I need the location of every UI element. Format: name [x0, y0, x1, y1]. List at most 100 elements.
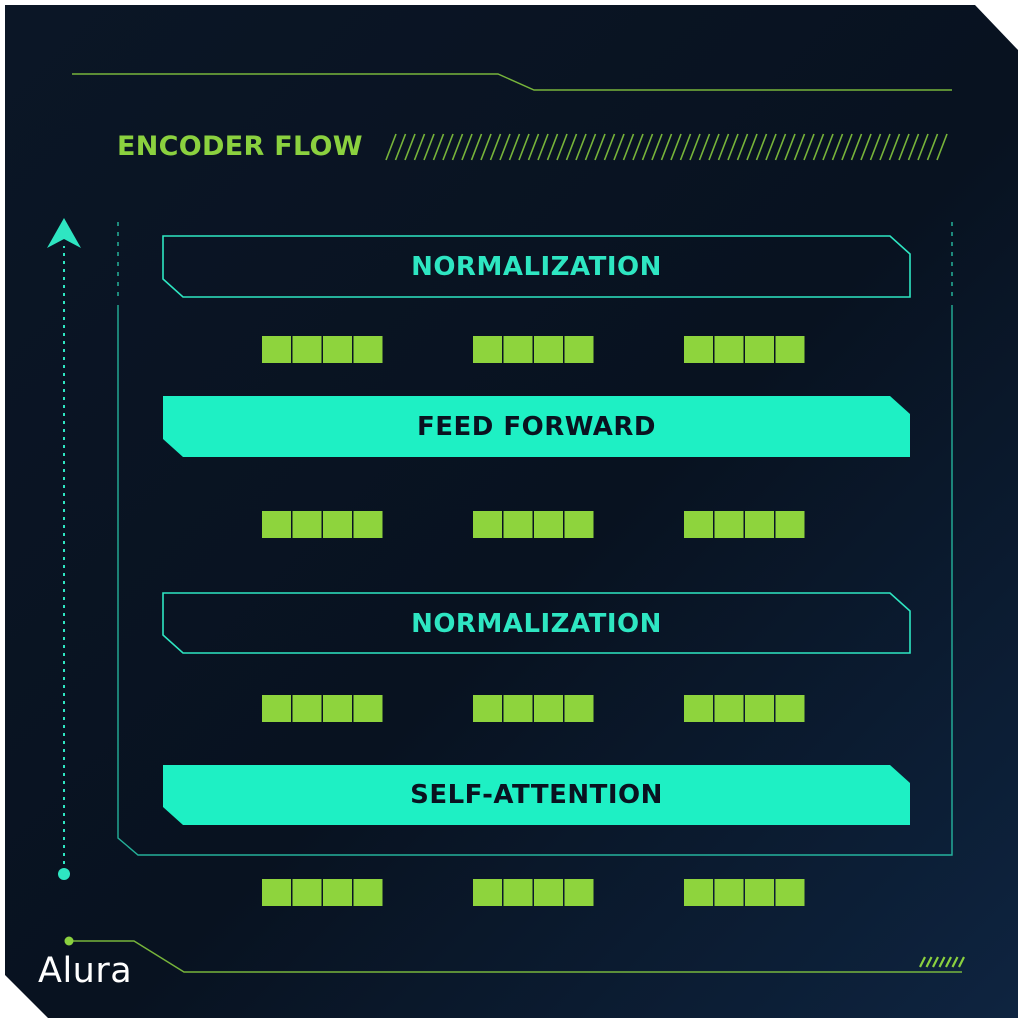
hatch-stroke: [518, 133, 530, 161]
hatch-stroke: [385, 133, 397, 161]
hatch-stroke: [679, 133, 692, 161]
hatch-stroke: [546, 133, 559, 161]
corner-hatch-decoration: [919, 956, 965, 968]
token-cell: [353, 336, 383, 363]
token-cell: [564, 336, 594, 363]
hatch-stroke: [958, 956, 965, 968]
frame-bracket: [117, 305, 953, 856]
hatch-stroke: [765, 133, 777, 161]
hatch-stroke: [774, 133, 787, 161]
token-cell: [564, 695, 594, 722]
hatch-stroke: [736, 133, 749, 161]
hatch-stroke: [641, 133, 654, 161]
token-cell: [323, 879, 352, 906]
hatch-stroke: [860, 133, 872, 161]
hatch-stroke: [527, 133, 540, 161]
token-cell: [684, 879, 713, 906]
hatch-stroke: [670, 133, 682, 161]
token-cell: [745, 879, 774, 906]
hatch-stroke: [556, 133, 568, 161]
hatch-stroke: [565, 133, 578, 161]
hatch-stroke: [584, 133, 597, 161]
token-cell: [503, 695, 533, 722]
token-cell: [684, 695, 713, 722]
hatch-stroke: [727, 133, 739, 161]
hatch-stroke: [603, 133, 616, 161]
token-cell: [292, 695, 322, 722]
token-cell: [745, 695, 774, 722]
hatch-stroke: [919, 956, 926, 968]
hatch-stroke: [717, 133, 730, 161]
hatch-stroke: [784, 133, 796, 161]
hatch-stroke: [470, 133, 483, 161]
hatch-stroke: [850, 133, 863, 161]
hatch-stroke: [841, 133, 853, 161]
hatch-stroke: [632, 133, 644, 161]
hatch-stroke: [936, 133, 948, 161]
token-cell: [775, 695, 805, 722]
token-cell: [473, 879, 502, 906]
hatch-stroke: [755, 133, 768, 161]
token-cell: [503, 511, 533, 538]
layer-label-self-attention: SELF-ATTENTION: [410, 780, 663, 810]
hatch-stroke: [660, 133, 673, 161]
hatch-stroke: [698, 133, 711, 161]
hatch-stroke: [575, 133, 587, 161]
token-cell: [714, 511, 744, 538]
token-cell: [292, 336, 322, 363]
token-cell: [292, 879, 322, 906]
layer-box-normalization-bottom: [162, 592, 911, 654]
token-cell: [323, 511, 352, 538]
token-cell: [473, 336, 502, 363]
hatch-stroke: [746, 133, 758, 161]
token-cell: [473, 511, 502, 538]
hatch-stroke: [951, 956, 959, 968]
top-divider-line: [72, 73, 952, 91]
flow-arrow-head-icon: [47, 218, 81, 248]
token-cell: [323, 695, 352, 722]
token-cell: [714, 695, 744, 722]
token-cell: [745, 336, 774, 363]
layer-box-feed-forward: [163, 396, 910, 457]
hatch-stroke: [869, 133, 882, 161]
hatch-stroke: [423, 133, 435, 161]
hatch-stroke: [822, 133, 834, 161]
token-cell: [684, 336, 713, 363]
hatch-stroke: [613, 133, 625, 161]
token-cell: [714, 336, 744, 363]
hatch-stroke: [413, 133, 426, 161]
hatch-stroke: [622, 133, 635, 161]
flow-arrow-start-dot: [58, 868, 70, 880]
token-cell: [353, 879, 383, 906]
hatch-stroke: [938, 956, 946, 968]
token-cell: [534, 879, 563, 906]
hatch-stroke: [594, 133, 606, 161]
hatch-stroke: [442, 133, 454, 161]
brand-logo: Alura: [38, 951, 133, 991]
token-cell: [775, 879, 805, 906]
hatch-stroke: [898, 133, 910, 161]
layer-label-feed-forward: FEED FORWARD: [416, 412, 657, 442]
layer-label-normalization-top: NORMALIZATION: [411, 252, 662, 282]
hatch-stroke: [394, 133, 407, 161]
hatch-stroke: [812, 133, 825, 161]
token-cell: [564, 879, 594, 906]
token-cell: [534, 695, 563, 722]
token-cell: [292, 511, 322, 538]
layer-label-normalization-bottom: NORMALIZATION: [411, 609, 662, 639]
hatch-stroke: [651, 133, 663, 161]
hatch-stroke: [945, 956, 952, 968]
hatch-stroke: [432, 133, 445, 161]
token-cell: [353, 511, 383, 538]
token-cell: [503, 879, 533, 906]
diagram-title: ENCODER FLOW: [117, 131, 363, 162]
token-cell: [262, 695, 291, 722]
hatch-stroke: [925, 956, 933, 968]
hatch-stroke: [917, 133, 929, 161]
token-cell: [564, 511, 594, 538]
layer-box-self-attention: [163, 765, 910, 825]
token-cell: [534, 336, 563, 363]
title-hatch-decoration: [385, 133, 948, 161]
token-cell: [534, 511, 563, 538]
